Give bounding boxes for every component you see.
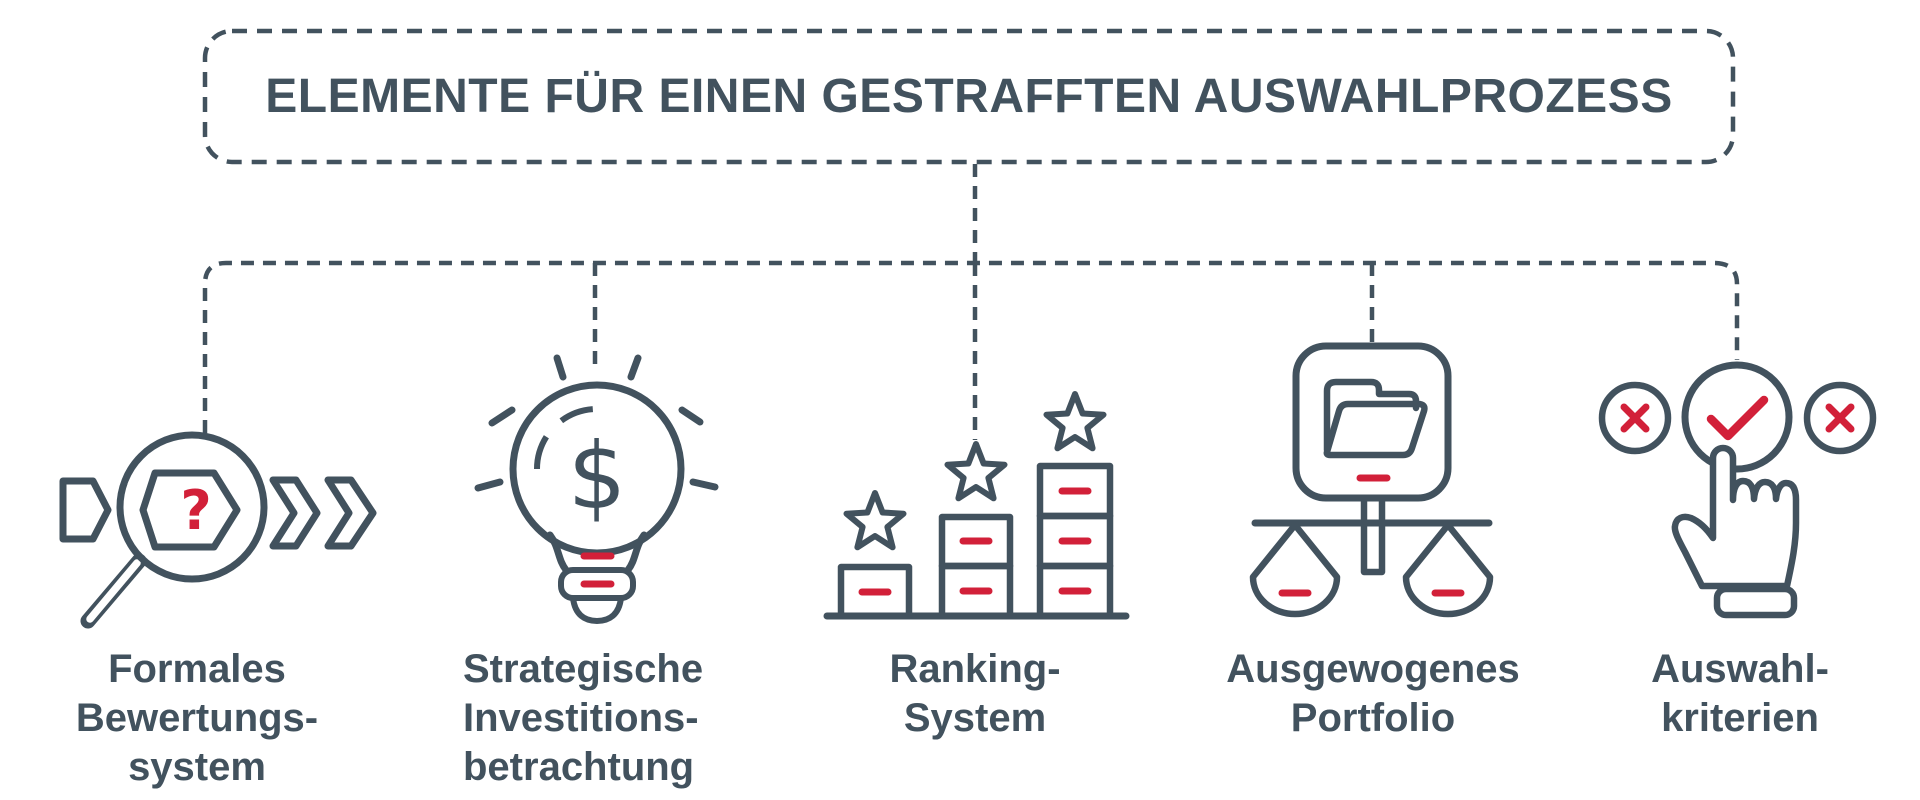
label-line: Formales — [108, 647, 286, 691]
item-label-strategic-investment: Strategische Investitions- betrachtung — [463, 645, 783, 792]
ranking-box — [1036, 562, 1114, 620]
magnifier-lens — [116, 431, 268, 583]
scale-post — [1360, 494, 1386, 576]
check-mark-icon — [1706, 395, 1769, 441]
label-line: Strategische — [463, 647, 704, 691]
bulb-highlight-arc — [534, 406, 598, 470]
reject-circle-right — [1803, 381, 1877, 455]
label-line: betrachtung — [463, 745, 695, 789]
item-label-ranking-system: Ranking- System — [825, 645, 1125, 743]
folder-frame — [1292, 342, 1452, 502]
magnifier-handle-inner — [86, 559, 141, 623]
scale-pan-left — [1249, 521, 1341, 618]
item-label-balanced-portfolio: Ausgewogenes Portfolio — [1203, 645, 1543, 743]
folder-balance-scale-icon — [1249, 342, 1494, 618]
bulb-neck-right — [624, 531, 648, 574]
item-label-selection-criteria: Auswahl- kriterien — [1590, 645, 1890, 743]
ranking-red-dashes — [858, 487, 1092, 596]
bulb-neck-left — [546, 531, 570, 574]
label-line: Investitions- — [463, 696, 699, 740]
title-box-border — [202, 28, 1736, 165]
star-icon — [1047, 394, 1104, 448]
hand-cuff — [1713, 585, 1798, 619]
reject-circle-left — [1598, 381, 1672, 455]
page-title: ELEMENTE FÜR EINEN GESTRAFFTEN AUSWAHLPR… — [265, 69, 1673, 123]
label-line: Ausgewogenes — [1226, 647, 1520, 691]
hand-check-selection-icon — [1598, 361, 1877, 619]
folder-back — [1323, 378, 1420, 454]
scale-pan-right — [1402, 521, 1494, 618]
process-step-left — [59, 477, 112, 543]
bulb-ray — [553, 354, 567, 381]
label-line: Auswahl- — [1651, 647, 1829, 691]
question-mark-glyph: ? — [180, 479, 211, 542]
accept-circle — [1681, 361, 1793, 473]
folder-front — [1323, 400, 1428, 459]
dollar-sign-glyph: $ — [568, 423, 627, 530]
star-icon — [948, 444, 1005, 498]
label-line: system — [128, 745, 266, 789]
label-line: System — [903, 696, 1047, 740]
connector-distribution-line — [202, 260, 1740, 433]
x-mark-icon — [1825, 403, 1855, 433]
magnifier-process-icon: ? — [59, 431, 377, 629]
bulb-ray — [678, 406, 704, 426]
label-line: Ranking- — [889, 647, 1061, 691]
pointing-hand — [1671, 444, 1800, 590]
process-step-chevron — [139, 469, 241, 551]
star-icon — [847, 493, 904, 547]
process-arrow-1 — [269, 476, 321, 550]
label-line: Bewertungs- — [75, 696, 319, 740]
dollar-lightbulb-icon: $ — [474, 354, 719, 624]
item-label-formal-evaluation-system: Formales Bewertungs- system — [47, 645, 347, 792]
ranking-box — [938, 562, 1014, 620]
label-line: kriterien — [1661, 696, 1819, 740]
bulb-ray — [689, 478, 719, 491]
bulb-ray — [627, 354, 642, 381]
ranking-box — [837, 563, 913, 620]
bulb-screw-base — [558, 567, 636, 601]
connector-lines — [202, 164, 1740, 440]
bulb-ray — [488, 406, 516, 427]
ranking-bars-stars-icon — [823, 394, 1130, 620]
bulb-ray — [474, 478, 504, 492]
process-arrow-2 — [324, 476, 377, 550]
bulb-bottom-cup — [570, 595, 624, 624]
x-mark-icon — [1620, 403, 1650, 433]
label-line: Portfolio — [1290, 696, 1456, 740]
